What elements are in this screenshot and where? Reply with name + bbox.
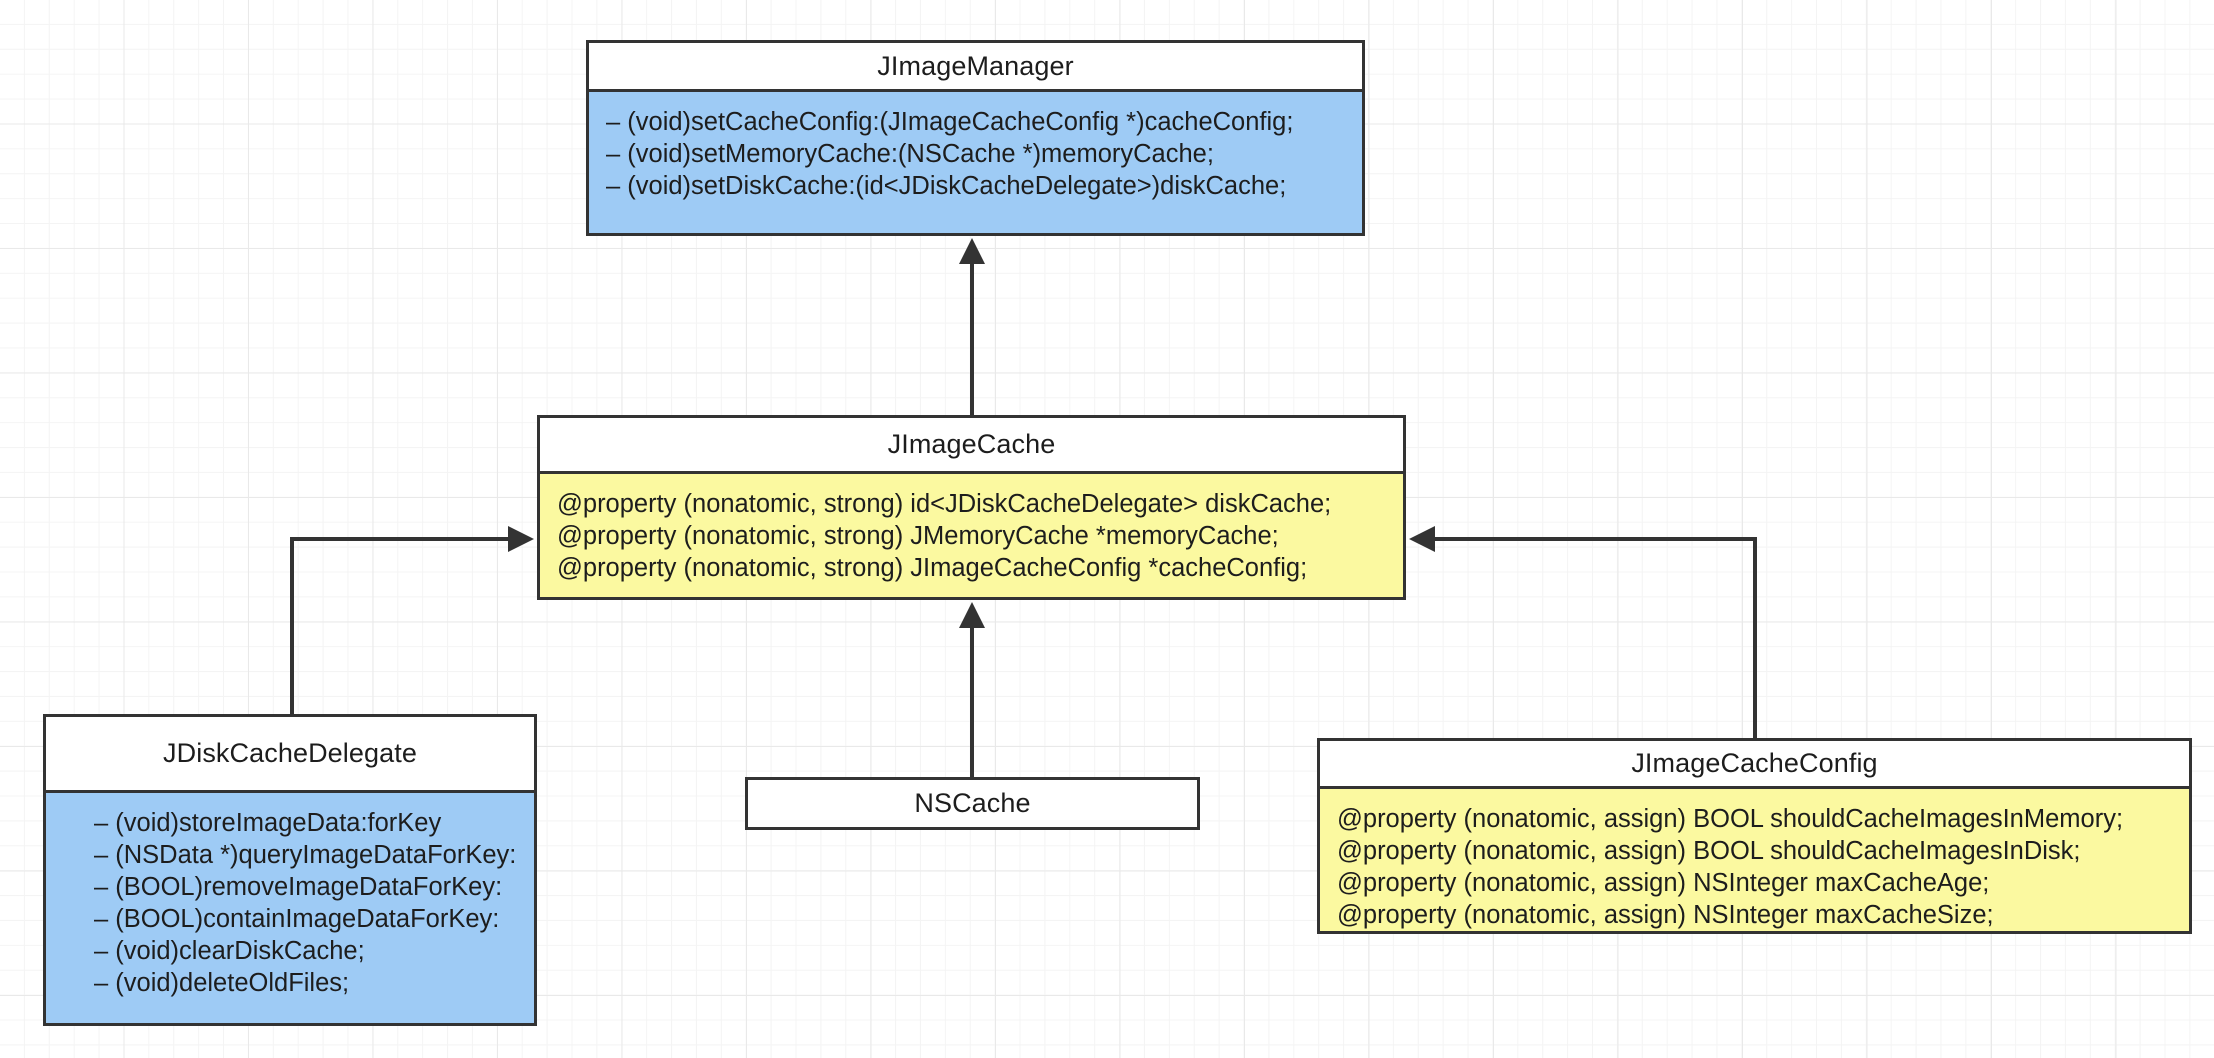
class-box-jdiskcachedelegate[interactable]: JDiskCacheDelegate – (void)storeImageDat… <box>43 714 537 1026</box>
class-member: @property (nonatomic, assign) BOOL shoul… <box>1337 805 2124 833</box>
class-members-jimagecacheconfig: @property (nonatomic, assign) BOOL shoul… <box>1320 786 2189 931</box>
class-header-jdiskcachedelegate: JDiskCacheDelegate <box>46 717 534 790</box>
class-members-jdiskcachedelegate: – (void)storeImageData:forKey – (NSData … <box>46 790 534 1023</box>
class-name-jimagecacheconfig: JImageCacheConfig <box>1631 748 1878 778</box>
class-member: – (BOOL)containImageDataForKey: <box>94 905 500 933</box>
class-box-jimagecacheconfig[interactable]: JImageCacheConfig @property (nonatomic, … <box>1317 738 2192 934</box>
arrowhead-left-jimagecache <box>1409 526 1435 552</box>
arrowhead-up-jimagecache <box>959 602 985 628</box>
class-box-jimagecache[interactable]: JImageCache @property (nonatomic, strong… <box>537 415 1406 600</box>
class-member: – (void)setDiskCache:(id<JDiskCacheDeleg… <box>606 172 1287 200</box>
class-member: – (BOOL)removeImageDataForKey: <box>94 873 503 901</box>
class-member: – (void)deleteOldFiles; <box>94 969 350 997</box>
class-member: @property (nonatomic, assign) NSInteger … <box>1337 901 1994 929</box>
class-header-nscache: NSCache <box>748 780 1197 827</box>
class-box-jimagemanager[interactable]: JImageManager – (void)setCacheConfig:(JI… <box>586 40 1365 236</box>
class-members-jimagecache: @property (nonatomic, strong) id<JDiskCa… <box>540 471 1403 597</box>
class-member: @property (nonatomic, assign) BOOL shoul… <box>1337 837 2081 865</box>
class-member: – (void)storeImageData:forKey <box>94 809 442 837</box>
arrowhead-right-jimagecache <box>508 526 534 552</box>
class-name-jimagemanager: JImageManager <box>877 50 1074 81</box>
class-member: – (void)clearDiskCache; <box>94 937 365 965</box>
class-member: @property (nonatomic, strong) id<JDiskCa… <box>557 490 1332 518</box>
connector-jimagecacheconfig-vertical <box>1753 537 1757 739</box>
class-name-nscache: NSCache <box>914 788 1031 818</box>
connector-jdiskcachedelegate-horizontal <box>290 537 508 541</box>
class-box-nscache[interactable]: NSCache <box>745 777 1200 830</box>
arrowhead-up-jimagemanager <box>959 238 985 264</box>
class-header-jimagecache: JImageCache <box>540 418 1403 471</box>
class-name-jimagecache: JImageCache <box>887 429 1056 459</box>
connector-jdiskcachedelegate-vertical <box>290 537 294 715</box>
connector-jimagecache-to-jimagemanager <box>970 262 974 415</box>
connector-jimagecacheconfig-horizontal <box>1435 537 1757 541</box>
class-member: @property (nonatomic, strong) JImageCach… <box>557 554 1308 582</box>
class-member: – (NSData *)queryImageDataForKey: <box>94 841 517 869</box>
class-members-jimagemanager: – (void)setCacheConfig:(JImageCacheConfi… <box>589 89 1362 233</box>
class-member: @property (nonatomic, strong) JMemoryCac… <box>557 522 1279 550</box>
class-header-jimagemanager: JImageManager <box>589 43 1362 89</box>
class-member: @property (nonatomic, assign) NSInteger … <box>1337 869 1990 897</box>
class-header-jimagecacheconfig: JImageCacheConfig <box>1320 741 2189 786</box>
class-member: – (void)setCacheConfig:(JImageCacheConfi… <box>606 108 1294 136</box>
class-name-jdiskcachedelegate: JDiskCacheDelegate <box>163 738 417 768</box>
class-member: – (void)setMemoryCache:(NSCache *)memory… <box>606 140 1214 168</box>
connector-nscache-to-jimagecache <box>970 626 974 777</box>
